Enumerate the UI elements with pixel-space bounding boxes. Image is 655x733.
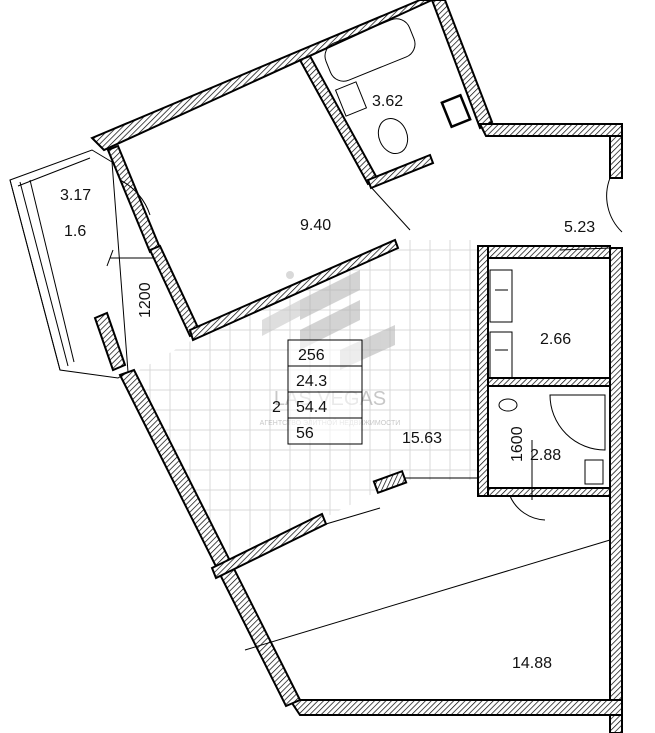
shower-dimension: 1600 [509,426,526,462]
apartment-info-box: 256 24.3 2 54.4 56 [272,339,363,445]
balcony [9,149,160,379]
storage-area-label: 2.66 [540,331,571,348]
shower-area-label: 2.88 [530,447,561,464]
bathroom-area-label: 3.62 [372,93,403,110]
kitchen-area-label: 14.88 [512,655,552,672]
bedroom-area-label: 9.40 [300,217,331,234]
gross-area: 56 [296,425,314,442]
bedroom-walls [106,54,435,342]
balcony-area-label: 3.17 [60,187,91,204]
living-area-label: 15.63 [402,430,442,447]
living-area: 24.3 [296,373,327,390]
balcony-dimension: 1200 [137,282,154,318]
doors [119,177,623,521]
shower-room [487,394,611,500]
balcony-coef-label: 1.6 [64,223,86,240]
total-area: 54.4 [296,399,327,416]
apartment-number: 256 [298,347,325,364]
room-count: 2 [272,399,281,416]
hall-area-label: 5.23 [564,219,595,236]
interior-walls [210,469,611,651]
bathroom-fixtures [324,18,472,154]
